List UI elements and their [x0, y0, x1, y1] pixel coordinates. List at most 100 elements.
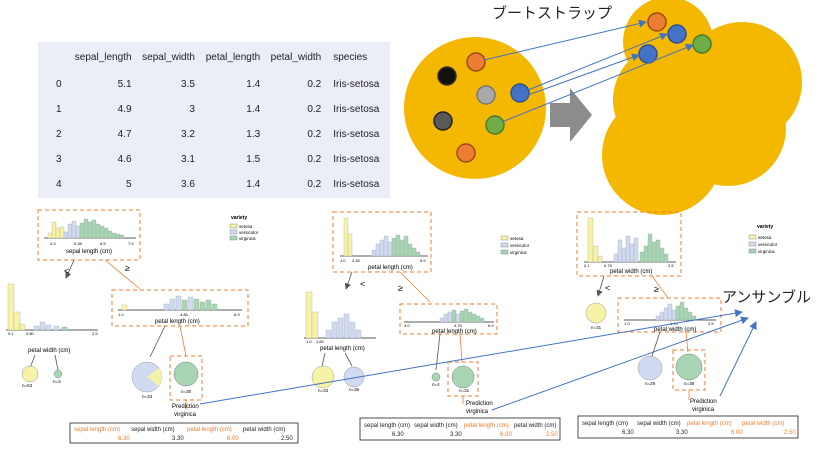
leaf-node [21, 365, 39, 383]
sample-value: 6.00 [500, 432, 512, 438]
root-histogram [584, 217, 676, 263]
cell: 0 [56, 79, 62, 90]
tick-label: 1.0 [306, 339, 312, 344]
sample-value: 3.30 [172, 436, 184, 442]
table-row: 2 4.7 3.2 1.3 0.2 Iris-setosa [38, 122, 390, 147]
tick-label: 1.0 [624, 321, 630, 326]
cell: Iris-setosa [333, 79, 380, 90]
left-split-histogram [6, 283, 98, 331]
cell: 1.5 [246, 154, 261, 165]
legend-title: variety [757, 224, 773, 230]
right-split-node [617, 297, 722, 333]
green-ball [485, 115, 505, 135]
sample-label: sepal width (cm) [131, 427, 175, 433]
leaf-node [451, 365, 475, 389]
tick-label: 3.0 [404, 323, 410, 328]
sampled-orange-ball [647, 12, 667, 32]
sample-label: petal width (cm) [243, 427, 285, 433]
table-row: 4 5 3.6 1.4 0.2 Iris-setosa [38, 172, 390, 197]
tick-label: 6.9 [234, 312, 240, 317]
root-node [37, 209, 141, 261]
column-header: sepal_length [74, 51, 132, 63]
right-axis-label: petal length (cm) [155, 319, 200, 325]
tick-label: 2.45 [352, 258, 361, 263]
leaf-node [173, 361, 199, 387]
cell: Iris-setosa [333, 104, 380, 115]
legend-item: setosa [239, 224, 253, 229]
grey-ball [476, 85, 496, 105]
cell: 0.2 [307, 79, 322, 90]
legend-item: virginica [758, 249, 775, 254]
leaf-node [675, 353, 703, 381]
original-pool [404, 37, 546, 179]
leaf-node [53, 369, 63, 379]
sample-value: 6.00 [227, 436, 239, 442]
table-row: 3 4.6 3.1 1.5 0.2 Iris-setosa [38, 147, 390, 172]
sample-label: petal width (cm) [742, 421, 784, 427]
tick-label: 0.80 [26, 331, 35, 336]
sample-label: petal length (cm) [464, 423, 509, 429]
root-histogram [340, 217, 428, 257]
cell: 5.1 [117, 79, 132, 90]
column-header: petal_width [270, 51, 322, 63]
tick-label: 2.5 [708, 321, 714, 326]
legend-item: versicolor [510, 243, 530, 248]
cell: Iris-setosa [333, 154, 380, 165]
blue-ball [510, 83, 530, 103]
cell: 3.5 [181, 79, 195, 90]
sample-box [577, 415, 799, 439]
sample-value: 2.50 [784, 430, 796, 436]
sample-value: 6.30 [622, 430, 634, 436]
sample-value: 2.50 [281, 436, 293, 442]
sample-value: 2.50 [546, 432, 558, 438]
cell: 1 [56, 104, 62, 115]
orange-ball [456, 143, 476, 163]
tick-label: 2.5 [92, 331, 98, 336]
root-axis-label: petal width (cm) [610, 269, 652, 275]
cell: 4 [56, 179, 62, 190]
legend-item: versicolor [758, 242, 778, 247]
sample-value: 3.30 [450, 432, 462, 438]
leaf-count: n=30 [181, 389, 192, 394]
legend: variety setosa versicolor virginica [229, 215, 259, 241]
cell: 4.7 [117, 129, 132, 140]
branch-lt: < [360, 279, 365, 289]
tick-label: 5.38 [74, 241, 83, 246]
tick-label: 1.0 [118, 312, 124, 317]
cell: 0.2 [307, 179, 322, 190]
sample-label: petal width (cm) [514, 423, 556, 429]
sample-label: sepal length (cm) [74, 427, 120, 433]
black-ball [437, 66, 457, 86]
sample-value: 6.30 [118, 436, 130, 442]
prediction-value: virginica [692, 407, 715, 413]
leaf-node [637, 355, 663, 381]
tick-label: 0.75 [604, 263, 613, 268]
leaf-count: n=31 [459, 388, 470, 393]
sample-label: petal length (cm) [687, 421, 732, 427]
sample-label: sepal width (cm) [637, 421, 681, 427]
leaf-node [343, 366, 365, 388]
branch-lt: < [605, 283, 610, 293]
root-node [576, 211, 682, 277]
cell: 3 [56, 154, 62, 165]
leaf-count: n=38 [684, 381, 695, 386]
sample-label: petal length (cm) [187, 427, 232, 433]
ensemble-arrows [199, 309, 757, 411]
sample-box [69, 422, 299, 444]
cell: Iris-setosa [333, 129, 380, 140]
cell: 4.9 [117, 104, 132, 115]
prediction-value: virginica [174, 412, 197, 418]
tick-label: 6.9 [488, 323, 494, 328]
iris-dataframe: sepal_length sepal_width petal_length pe… [38, 42, 390, 198]
legend-item: setosa [758, 235, 772, 240]
leaf-node [431, 372, 441, 382]
sampled-green-ball [692, 34, 712, 54]
orange-ball [466, 52, 486, 72]
legend-item: versicolor [239, 230, 259, 235]
sample-value: 6.00 [731, 430, 743, 436]
tick-label: 0.1 [8, 331, 14, 336]
root-axis-label: petal length (cm) [368, 265, 413, 271]
table-row: 0 5.1 3.5 1.4 0.2 Iris-setosa [38, 72, 390, 97]
leaf-node [585, 302, 607, 324]
cell: 2 [56, 129, 62, 140]
